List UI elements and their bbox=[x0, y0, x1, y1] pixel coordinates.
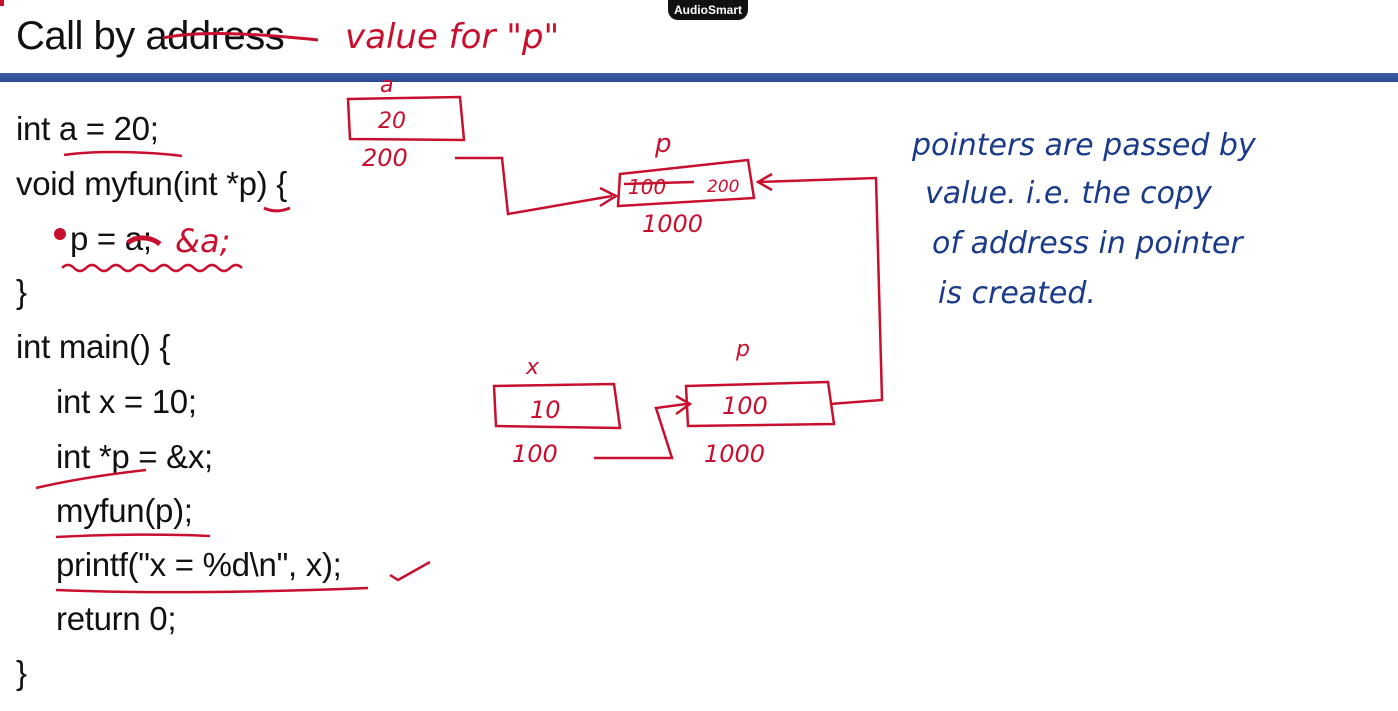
box-p-bottom-value: 100 bbox=[722, 392, 768, 420]
code-line-6: int x = 10; bbox=[56, 383, 197, 420]
arrow-head-3 bbox=[755, 172, 773, 192]
box-a-address: 200 bbox=[362, 144, 408, 172]
line3-strike-mark bbox=[126, 235, 162, 247]
note-line-3: of address in pointer bbox=[932, 226, 1244, 261]
deref-dot-mark bbox=[54, 228, 66, 240]
code-line-11: } bbox=[16, 654, 27, 691]
box-p-bottom bbox=[684, 380, 836, 428]
note-line-4: is created. bbox=[938, 276, 1096, 311]
box-x-label: x bbox=[525, 355, 540, 380]
code-line-5: int main() { bbox=[16, 328, 171, 365]
box-a bbox=[346, 95, 466, 142]
code-line-2: void myfun(int *p) { bbox=[16, 165, 287, 202]
underline-line-7 bbox=[35, 468, 147, 490]
box-p-bottom-label: p bbox=[735, 337, 750, 362]
arrow-x-to-p bbox=[594, 402, 687, 460]
arrow-head-1 bbox=[599, 186, 619, 208]
box-p-top-value: 200 bbox=[707, 177, 739, 197]
note-line-2: value. i.e. the copy bbox=[925, 176, 1213, 211]
arrow-p-to-p bbox=[759, 176, 884, 406]
old-value-strike bbox=[623, 180, 695, 186]
wavy-underline bbox=[61, 263, 243, 273]
note-line-1: pointers are passed by bbox=[911, 128, 1257, 163]
box-p-top-old-value: 100 bbox=[628, 175, 666, 199]
box-p-top-address: 1000 bbox=[642, 210, 703, 238]
audiosmart-badge[interactable]: AudioSmart bbox=[668, 0, 748, 20]
box-x-address: 100 bbox=[512, 440, 558, 468]
box-a-label: a bbox=[380, 73, 393, 98]
code-line-9: printf("x = %d\n", x); bbox=[56, 546, 342, 583]
box-a-value: 20 bbox=[378, 109, 406, 134]
code-line-8: myfun(p); bbox=[56, 492, 193, 529]
box-p-bottom-address: 1000 bbox=[704, 440, 765, 468]
code-line-3-text: p = bbox=[70, 220, 125, 257]
arrow-a-to-p bbox=[455, 156, 613, 216]
checkmark-icon bbox=[389, 560, 431, 582]
code-line-10: return 0; bbox=[56, 600, 177, 637]
code-line-3: p = a; bbox=[70, 220, 152, 258]
underline-param-p bbox=[263, 206, 291, 213]
underline-line-9 bbox=[55, 586, 369, 594]
underline-line-1 bbox=[63, 150, 183, 158]
title-strike-mark bbox=[162, 32, 319, 42]
box-p-top bbox=[616, 158, 756, 208]
title-prefix: Call by bbox=[16, 14, 146, 58]
header-divider bbox=[0, 73, 1398, 82]
code-line-7: int *p = &x; bbox=[56, 438, 213, 475]
code-line-1: int a = 20; bbox=[16, 110, 159, 147]
corner-mark bbox=[0, 0, 4, 6]
box-p-top-label: p bbox=[654, 129, 672, 159]
code-line-4: } bbox=[16, 273, 27, 310]
box-x-value: 10 bbox=[530, 396, 561, 424]
line3-handwritten-text: &a; bbox=[175, 222, 230, 260]
box-x bbox=[492, 382, 622, 430]
underline-line-8 bbox=[55, 533, 211, 539]
title-handwritten-text: value for "p" bbox=[345, 17, 559, 57]
arrow-head-2 bbox=[675, 394, 693, 416]
